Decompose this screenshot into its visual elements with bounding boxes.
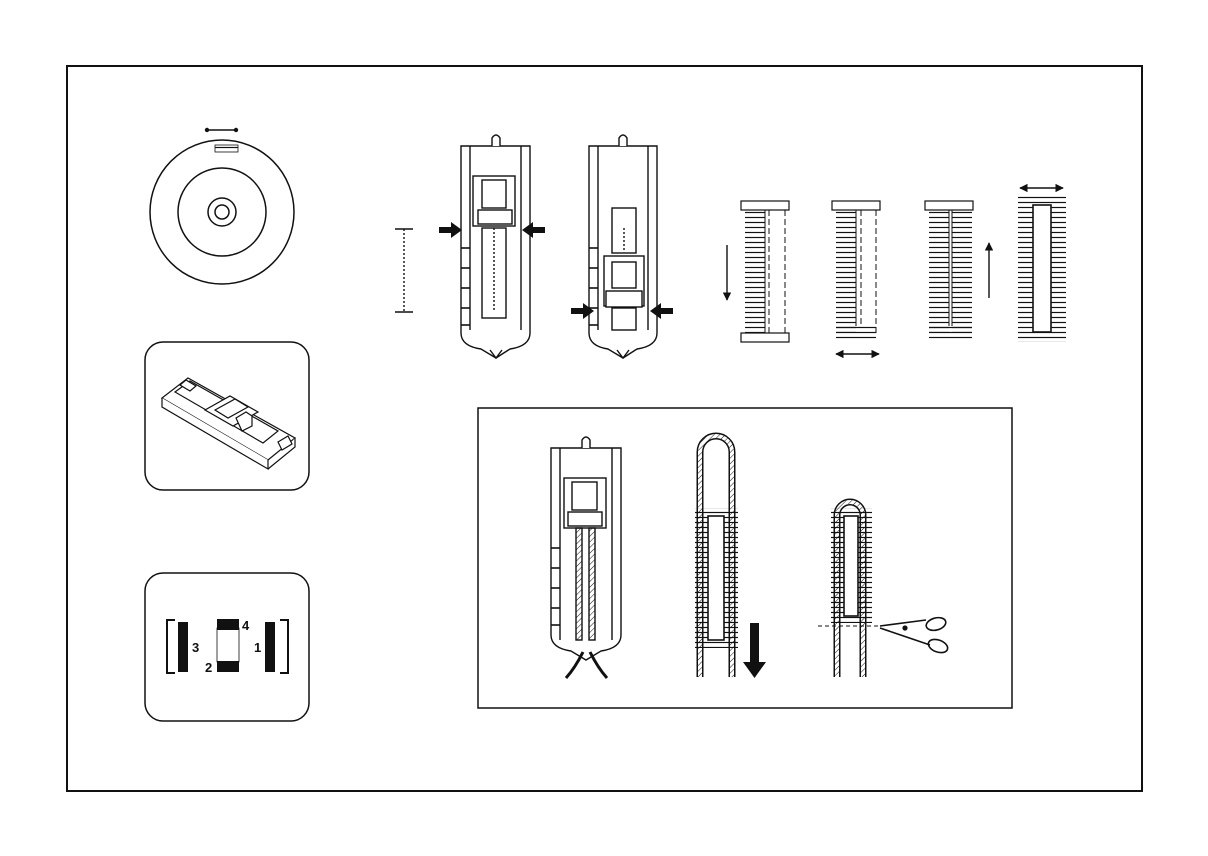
presser-foot-slide-open bbox=[461, 135, 530, 358]
step-label-1: 1 bbox=[254, 640, 261, 655]
sewing-step-4 bbox=[1018, 188, 1066, 342]
step-label-3: 3 bbox=[192, 640, 199, 655]
buttonhole-pattern-panel: 3 4 2 1 bbox=[145, 573, 309, 721]
presser-foot-slide-set bbox=[589, 135, 657, 358]
presser-foot-with-cord bbox=[551, 437, 621, 678]
presser-foot-panel bbox=[145, 342, 309, 490]
step-label-4: 4 bbox=[242, 618, 250, 633]
step-label-2: 2 bbox=[205, 660, 212, 675]
buttonhole-symbol-icon bbox=[215, 145, 238, 152]
